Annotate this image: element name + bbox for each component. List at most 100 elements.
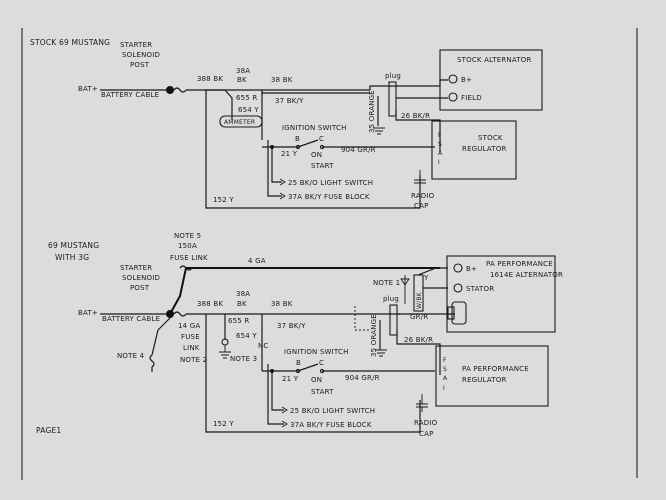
bottom-reg-terminal-s: S bbox=[443, 366, 447, 373]
bottom-ign-contact-b bbox=[295, 368, 301, 374]
bottom-y-label: Y bbox=[423, 274, 429, 282]
bottom-starter-label-3: POST bbox=[130, 284, 150, 292]
top-wire-37a: 37A BK/Y FUSE BLOCK bbox=[288, 193, 370, 201]
bottom-solenoid-post bbox=[166, 310, 174, 318]
bottom-ign-on: ON bbox=[311, 376, 322, 384]
top-reg-terminal-s: S bbox=[438, 141, 442, 148]
bottom-plug-label: plug bbox=[383, 295, 399, 303]
bottom-note4-fuse-symbol bbox=[149, 354, 155, 372]
bottom-14ga: 14 GA bbox=[178, 322, 200, 330]
bottom-title-1: 69 MUSTANG bbox=[48, 241, 99, 250]
top-fuse-link-symbol bbox=[173, 87, 187, 93]
bottom-wire-654: 654 Y bbox=[236, 332, 257, 340]
top-alt-bplus-terminal bbox=[448, 74, 458, 84]
top-regulator-box bbox=[431, 120, 517, 180]
bottom-alt-stator: STATOR bbox=[466, 285, 494, 293]
bottom-wire-904: 904 GR/R bbox=[345, 374, 380, 382]
top-regulator-label-1: STOCK bbox=[478, 134, 503, 142]
bottom-wire-21: 21 Y bbox=[282, 375, 299, 383]
top-ign-on: ON bbox=[311, 151, 322, 159]
top-starter-label-3: POST bbox=[130, 61, 150, 69]
top-splice-38a bbox=[224, 89, 233, 120]
bottom-splice-dot bbox=[270, 369, 274, 373]
top-wire-21: 21 Y bbox=[281, 150, 298, 158]
bottom-alt-bplus-terminal bbox=[453, 263, 463, 273]
top-plug-label: plug bbox=[385, 72, 401, 80]
bottom-wire-35-orange: 35 ORANGE bbox=[370, 314, 378, 357]
bottom-wire-37a: 37A BK/Y FUSE BLOCK bbox=[290, 421, 372, 429]
top-accessory-bus bbox=[267, 140, 282, 197]
bottom-wire-152-path bbox=[205, 314, 421, 433]
top-starter-label-1: STARTER bbox=[120, 41, 152, 49]
bottom-150a-fuse-symbol bbox=[179, 265, 193, 271]
top-reg-terminal-f: F bbox=[438, 132, 442, 139]
top-ign-start: START bbox=[311, 162, 334, 170]
top-ign-contact-b bbox=[295, 144, 301, 150]
bottom-ign-b: B bbox=[296, 359, 301, 367]
bottom-fuse: FUSE bbox=[181, 333, 200, 341]
bottom-wire-38: 38 BK bbox=[271, 300, 293, 308]
bottom-fuse-link-symbol bbox=[173, 311, 187, 317]
bottom-fuse-link: FUSE LINK bbox=[170, 254, 208, 262]
bottom-starter-label-2: SOLENOID bbox=[122, 274, 160, 282]
top-ammeter-box bbox=[219, 115, 263, 128]
bottom-wire-38a: 38A bbox=[236, 290, 250, 298]
bottom-note4-wire bbox=[151, 317, 171, 356]
top-bat-label: BAT+ bbox=[78, 85, 98, 93]
bottom-plug bbox=[389, 304, 398, 336]
top-cap-label: CAP bbox=[414, 202, 429, 210]
top-radio-label: RADIO bbox=[411, 192, 435, 200]
top-radio-cap-symbol bbox=[414, 170, 426, 188]
bottom-cap-label: CAP bbox=[419, 430, 434, 438]
bottom-ign-contact-c bbox=[319, 368, 325, 374]
bottom-dashed-lead bbox=[354, 306, 370, 331]
bottom-note4: NOTE 4 bbox=[117, 352, 145, 360]
bottom-4ga-label: 4 GA bbox=[248, 257, 266, 265]
bottom-wire-152: 152 Y bbox=[213, 420, 234, 428]
top-wire-388: 388 BK bbox=[197, 75, 223, 83]
bottom-wire-655: 655 R bbox=[228, 317, 249, 325]
bottom-note3: NOTE 3 bbox=[230, 355, 257, 363]
top-wire-37-path bbox=[261, 90, 370, 94]
bottom-ign-c: C bbox=[319, 359, 324, 367]
bottom-note5: NOTE 5 bbox=[174, 232, 201, 240]
top-ign-contact-c bbox=[319, 144, 325, 150]
top-ign-b: B bbox=[295, 135, 300, 143]
bottom-reg-terminal-f: F bbox=[443, 357, 447, 364]
top-wire-38: 38 BK bbox=[271, 76, 293, 84]
top-reg-terminal-i: I bbox=[438, 159, 440, 166]
bottom-alt-connector bbox=[451, 301, 467, 325]
bottom-150a: 150A bbox=[178, 242, 197, 250]
bottom-note2: NOTE 2 bbox=[180, 356, 207, 364]
bottom-alt-stator-terminal bbox=[453, 283, 463, 293]
bottom-starter-label-1: STARTER bbox=[120, 264, 152, 272]
bottom-alternator-box bbox=[446, 255, 556, 333]
bottom-w-bk: W/BK bbox=[416, 291, 423, 309]
bottom-wire-37: 37 BK/Y bbox=[277, 322, 306, 330]
bottom-note1: NOTE 1 bbox=[373, 279, 400, 287]
3g-wiring-diagram: 69 MUSTANG WITH 3G NOTE 5 150A FUSE LINK… bbox=[48, 232, 563, 438]
top-ignition-switch-label: IGNITION SWITCH bbox=[282, 124, 347, 132]
top-alt-bplus: B+ bbox=[461, 76, 472, 84]
top-ammeter-label: AMMETER bbox=[224, 119, 255, 126]
top-wire-655: 655 R bbox=[236, 94, 257, 102]
top-splice-dot bbox=[270, 145, 274, 149]
bottom-regulator-label-1: PA PERFORMANCE bbox=[462, 365, 529, 373]
top-wire-bk: BK bbox=[237, 76, 247, 84]
top-ground-symbol bbox=[373, 127, 385, 135]
bottom-wire-26-path bbox=[396, 330, 441, 375]
bottom-nc: NC bbox=[258, 342, 269, 350]
top-alt-field-terminal bbox=[448, 92, 458, 102]
bottom-fuse-block-arrow bbox=[281, 420, 288, 428]
top-wire-904: 904 GR/R bbox=[341, 146, 376, 154]
bottom-alt-bplus: B+ bbox=[466, 265, 477, 273]
bottom-stator-wire bbox=[417, 267, 448, 289]
bottom-wire-26: 26 BK/R bbox=[404, 336, 433, 344]
bottom-note3-ground-symbol bbox=[219, 345, 231, 359]
top-wire-35-orange: 35 ORANGE bbox=[368, 90, 376, 133]
bottom-battery-cable-label: BATTERY CABLE bbox=[102, 315, 160, 323]
bottom-note1-diode bbox=[400, 275, 410, 304]
bottom-4ga-wire bbox=[169, 267, 440, 315]
top-wire-152-path bbox=[205, 89, 421, 209]
